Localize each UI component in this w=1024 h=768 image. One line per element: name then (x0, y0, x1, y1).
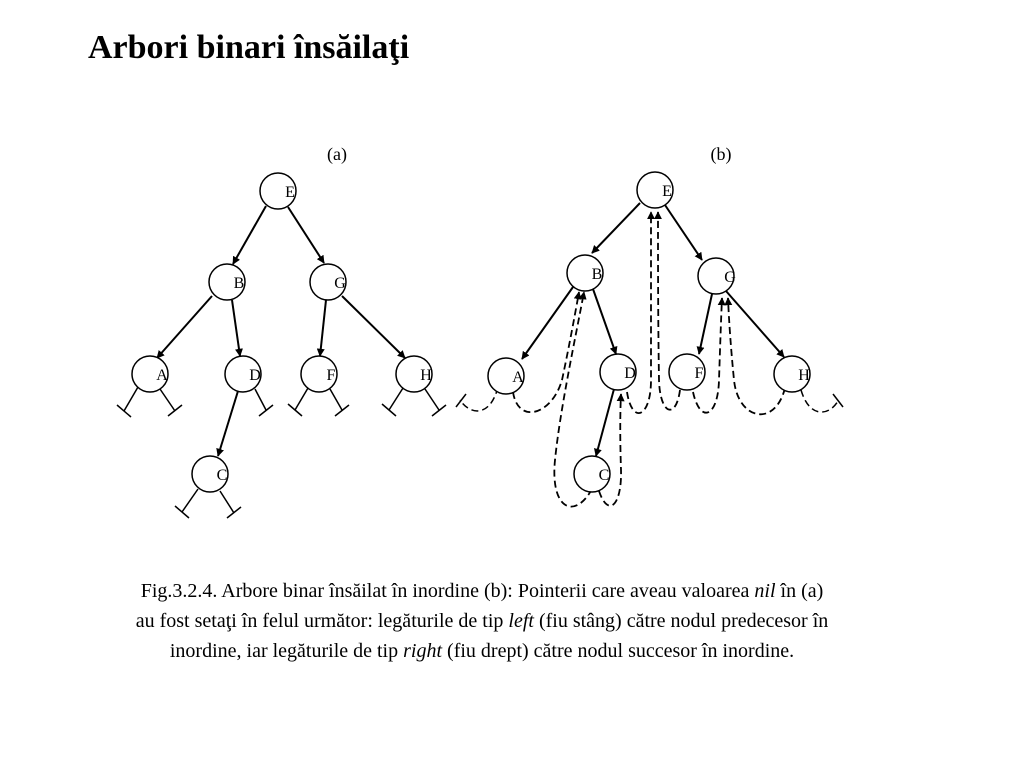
panel-b-label: (b) (711, 144, 732, 165)
nil-b-A-left (455, 386, 499, 412)
svg-text:H: H (420, 367, 432, 384)
svg-text:C: C (217, 467, 228, 484)
svg-text:D: D (249, 367, 261, 384)
edge-b-B-D (592, 288, 618, 355)
svg-text:G: G (724, 269, 736, 286)
panel-b-threads (512, 211, 786, 508)
node-a-D: D (224, 355, 262, 393)
svg-text:E: E (285, 184, 295, 201)
caption-part-1: Fig.3.2.4. Arbore binar însăilat în inor… (140, 580, 755, 602)
panel-b-nil-links (455, 386, 844, 413)
caption-part-3: (fiu stâng) către nodul predecesor în in… (169, 610, 829, 662)
panel-a-edges (156, 205, 406, 457)
edge-b-E-G (664, 204, 703, 261)
nil-a-H-left (381, 387, 404, 417)
panel-a-nil-links (116, 386, 447, 519)
panel-b: (b) (455, 144, 844, 508)
svg-text:F: F (695, 365, 704, 382)
node-b-F: F (668, 353, 706, 391)
node-b-B: B (566, 254, 604, 292)
nil-b-H-right (800, 389, 844, 413)
nil-a-F-left (287, 387, 309, 417)
svg-text:H: H (798, 367, 810, 384)
node-b-D: D (599, 353, 637, 391)
node-a-A: A (131, 355, 169, 393)
panel-b-nodes: E B G A D F H C (487, 171, 811, 493)
slide-title: Arbori binari însăilaţi (88, 29, 410, 66)
node-a-B: B (208, 263, 246, 301)
edge-a-D-C (216, 390, 239, 457)
node-a-C: C (191, 455, 229, 493)
caption-left: left (508, 610, 534, 632)
node-b-E: E (636, 171, 674, 209)
edge-b-G-H (725, 290, 785, 358)
nil-a-A-right (159, 388, 183, 417)
caption-part-2: în (a) au fost setaţi în felul următor: … (135, 580, 824, 632)
svg-text:D: D (624, 365, 636, 382)
svg-text:A: A (512, 369, 524, 386)
edge-a-B-A (156, 295, 213, 359)
svg-text:A: A (156, 367, 168, 384)
svg-text:G: G (334, 275, 346, 292)
node-b-G: G (697, 257, 736, 295)
edge-a-G-F (316, 299, 327, 357)
nil-a-F-right (329, 388, 350, 417)
caption-part-4: (fiu drept) către nodul succesor în inor… (442, 640, 795, 662)
thread-H-left-to-G (724, 297, 786, 416)
caption-right: right (403, 640, 443, 662)
thread-C-left-to-B (553, 291, 593, 508)
edge-b-D-C (594, 388, 615, 457)
node-b-H: H (773, 355, 811, 393)
edge-a-G-H (341, 295, 406, 359)
nil-a-C-right (219, 490, 242, 519)
thread-C-right-to-D (598, 393, 625, 507)
nil-a-C-left (174, 488, 199, 519)
thread-A-right-to-B (512, 291, 582, 413)
nil-a-A-left (116, 386, 139, 418)
thread-F-right-to-G (692, 297, 726, 414)
svg-text:B: B (592, 266, 603, 283)
thread-D-right-to-E (626, 211, 655, 414)
edge-b-G-F (696, 293, 713, 355)
panel-b-edges (521, 202, 785, 457)
threaded-binary-tree-diagram: (a) E B G A D F H (116, 144, 844, 519)
node-b-A: A (487, 357, 525, 395)
node-b-C: C (573, 455, 611, 493)
node-a-H: H (395, 355, 433, 393)
nil-a-H-right (424, 388, 447, 417)
node-a-E: E (259, 172, 297, 210)
caption-nil: nil (754, 580, 776, 602)
svg-text:F: F (327, 367, 336, 384)
edge-a-E-G (287, 206, 325, 264)
panel-a-label: (a) (327, 144, 347, 165)
edge-a-B-D (231, 299, 243, 357)
panel-a: (a) E B G A D F H (116, 144, 447, 519)
svg-text:B: B (234, 275, 245, 292)
edge-a-E-B (232, 205, 267, 265)
panel-a-nodes: E B G A D F H C (131, 172, 433, 493)
nil-a-D-right (254, 388, 274, 417)
svg-text:E: E (662, 183, 672, 200)
edge-b-B-A (521, 286, 574, 360)
svg-text:C: C (599, 467, 610, 484)
edge-b-E-B (591, 202, 641, 254)
node-a-G: G (309, 263, 347, 301)
node-a-F: F (300, 355, 338, 393)
figure-caption: Fig.3.2.4. Arbore binar însăilat în inor… (132, 576, 832, 666)
